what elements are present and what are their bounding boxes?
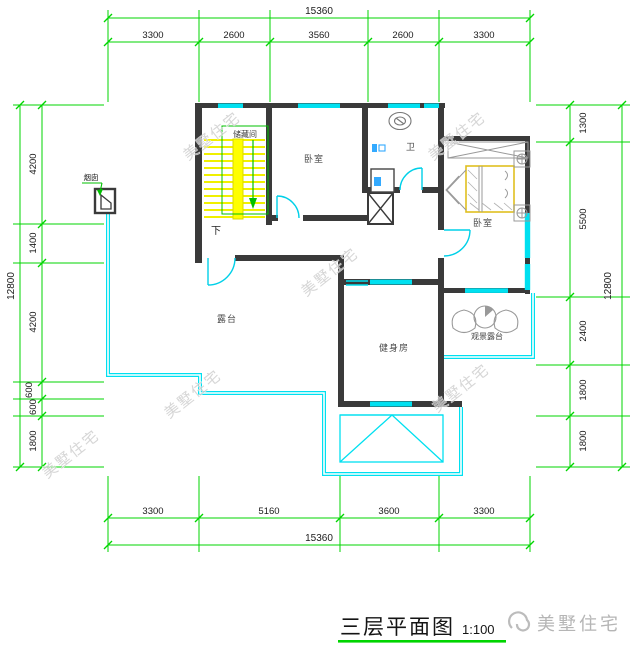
label-terrace: 露台 (217, 313, 237, 324)
dim-left-3: 4200 (28, 311, 39, 332)
dim-bottom-2: 5160 (258, 506, 279, 517)
shower (370, 168, 395, 193)
dimension-labels: 15360 3300 2600 3560 2600 3300 3300 5160… (6, 6, 614, 544)
drawing-title: 三层平面图 (340, 616, 455, 639)
nightstand (513, 150, 531, 168)
bedroom-right-furniture (445, 141, 531, 222)
gym-sliding-door (346, 280, 368, 286)
watermark-text: 美墅住宅 (39, 427, 103, 482)
dim-top-3: 3560 (308, 30, 329, 41)
dim-bottom-1: 3300 (142, 506, 163, 517)
brand-mark: 美墅住宅 (508, 611, 621, 634)
dim-left-4: 600 (24, 382, 35, 398)
label-gym: 健身房 (379, 342, 409, 353)
dim-right-overall: 12800 (603, 272, 614, 300)
chair (493, 309, 519, 334)
dim-right-4: 1800 (578, 379, 589, 400)
title-underline (338, 640, 506, 643)
label-stair-down: 下 (211, 226, 221, 237)
stairs (204, 125, 269, 220)
washbasin (372, 144, 377, 152)
dim-bottom-3: 3600 (378, 506, 399, 517)
drawing-scale: 1:100 (462, 622, 495, 637)
bath-fixtures (370, 111, 412, 193)
label-bath: 卫 (406, 142, 416, 152)
door-bedroom-right (443, 229, 471, 257)
storage-outline (221, 125, 269, 215)
dim-left-5: 600 (28, 399, 39, 415)
porch-roof (339, 414, 444, 463)
door-bedroom-left (276, 195, 300, 219)
room-labels: 储藏间 卧室 卫 卧室 露台 健身房 观景露台 下 烟囱 (84, 129, 504, 353)
dim-top-2: 2600 (223, 30, 244, 41)
door-terrace (207, 257, 236, 286)
stair-direction-arrow (249, 198, 257, 209)
label-bedroom-right: 卧室 (473, 217, 493, 228)
dim-left-overall: 12800 (6, 272, 17, 300)
dim-right-3: 2400 (578, 320, 589, 341)
dim-left-1: 4200 (28, 153, 39, 174)
dim-bottom-overall: 15360 (305, 533, 333, 544)
chair (451, 309, 477, 334)
label-view-terrace: 观景露台 (471, 331, 503, 341)
dim-right-2: 5500 (578, 208, 589, 229)
dim-top-4: 2600 (392, 30, 413, 41)
dim-top-5: 3300 (473, 30, 494, 41)
dim-right-5: 1800 (578, 430, 589, 451)
door-bath (399, 167, 423, 191)
nightstand (513, 204, 531, 222)
label-bedroom-left: 卧室 (304, 153, 324, 164)
dim-left-2: 1400 (28, 232, 39, 253)
swirl-icon (508, 611, 531, 632)
dim-bottom-4: 3300 (473, 506, 494, 517)
chimney (82, 182, 117, 215)
dim-top-1: 3300 (142, 30, 163, 41)
dim-top-overall: 15360 (305, 6, 333, 17)
stair-stringer (232, 138, 244, 220)
watermark-text: 美墅住宅 (298, 245, 362, 300)
title-block: 三层平面图 1:100 (338, 616, 506, 643)
dim-left-6: 1800 (28, 430, 39, 451)
label-storage: 储藏间 (233, 129, 257, 139)
doors (207, 167, 471, 286)
toilet (388, 111, 412, 131)
view-terrace-furniture (451, 305, 519, 334)
closet-chevron (446, 169, 467, 211)
dimension-lines (13, 10, 630, 552)
brand-name: 美墅住宅 (537, 614, 621, 634)
closet-chevron (445, 175, 460, 205)
dim-right-1: 1300 (578, 112, 589, 133)
duct-shaft (367, 192, 394, 225)
terrace-railing (106, 202, 535, 476)
wardrobe (447, 141, 529, 159)
windows (218, 103, 531, 407)
label-chimney: 烟囱 (84, 172, 99, 182)
